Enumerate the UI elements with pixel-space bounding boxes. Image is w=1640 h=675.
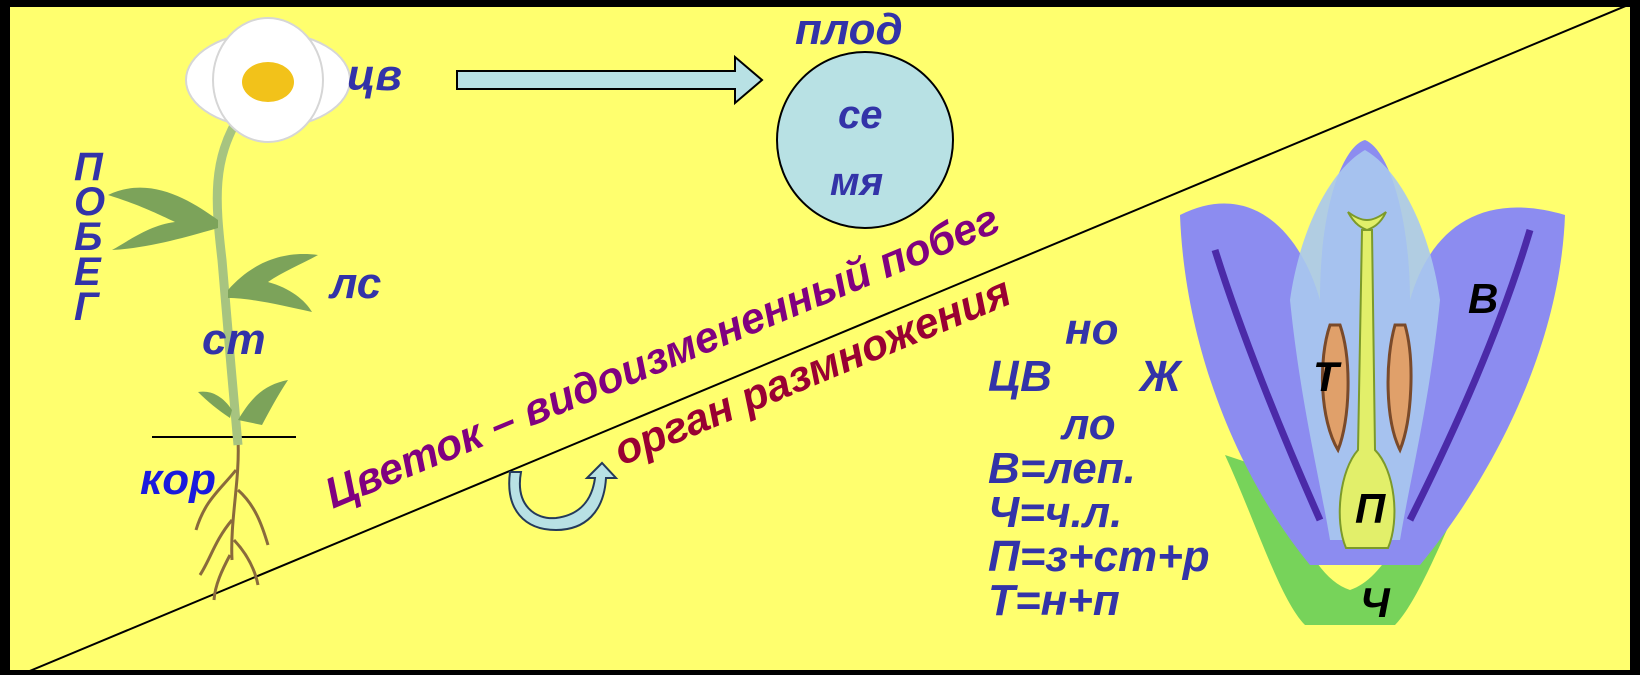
- flower-label-ch: Ч: [1360, 579, 1390, 626]
- seed-text-line1: се: [838, 93, 883, 137]
- chamomile-flower-icon: [185, 17, 351, 143]
- formula-suffix: Ж: [1140, 352, 1181, 401]
- flower-label-t: Т: [1313, 353, 1339, 400]
- seed-text-line2: мя: [830, 160, 884, 204]
- pobeg-letter: П: [74, 145, 103, 189]
- seed-circle: [776, 51, 954, 229]
- label-flower: цв: [347, 51, 402, 100]
- pobeg-letter: О: [74, 180, 106, 224]
- flower-label-p: П: [1355, 485, 1386, 532]
- label-stem: ст: [202, 315, 266, 364]
- label-root: кор: [140, 455, 217, 504]
- pobeg-letter: Е: [74, 250, 101, 294]
- formula-superscript: но: [1065, 305, 1119, 354]
- formula-base: ЦВ: [988, 352, 1052, 401]
- label-fruit: плод: [795, 5, 903, 54]
- flower-label-v: В: [1468, 275, 1499, 322]
- label-pobeg-vertical: П О Б Е Г: [74, 145, 114, 329]
- chamomile-plant-illustration: [108, 17, 351, 601]
- bellflower-diagram: [1180, 140, 1565, 625]
- curved-arrow-icon: [508, 461, 619, 532]
- arrow-right-icon: [456, 54, 764, 106]
- pobeg-letter: Г: [74, 285, 99, 329]
- formula-line-stamen: Т=н+п: [988, 576, 1120, 625]
- calyx-shape: [1225, 455, 1480, 625]
- pistil-shape: [1338, 229, 1396, 549]
- root-icon: [194, 439, 270, 601]
- stem-icon: [212, 112, 244, 446]
- formula-line-corolla: Ч=ч.л.: [988, 488, 1123, 537]
- diagonal-divider-line: [19, 0, 1640, 675]
- pobeg-letter: Б: [74, 215, 103, 259]
- stamen-shape: [1320, 323, 1350, 454]
- leaf-icon: [108, 187, 318, 425]
- formula-subscript: ло: [1062, 400, 1116, 449]
- formula-line-pistil: П=з+ст+р: [988, 532, 1210, 581]
- formula-line-calyx: В=леп.: [988, 444, 1136, 493]
- label-leaf: лс: [330, 259, 382, 308]
